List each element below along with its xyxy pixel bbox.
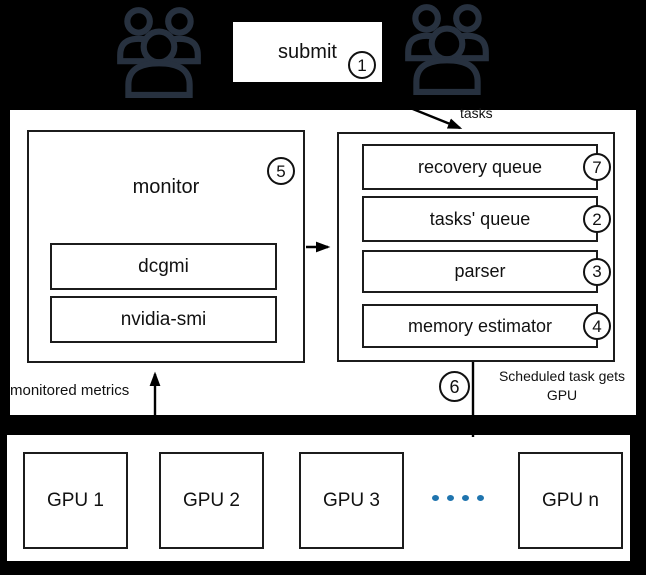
step-badge-7: 7 [583,153,611,181]
dcgmi-label: dcgmi [138,255,189,277]
gpu-n-box: GPU n [518,452,623,549]
parser-label: parser [454,261,506,281]
ellipsis-dots-icon [432,494,484,502]
nvidia-smi-box: nvidia-smi [50,296,277,343]
gpu-1-box: GPU 1 [23,452,128,549]
scheduled-task-note: Scheduled task gets GPU [487,367,637,405]
tasks-flow-label: tasks [460,105,493,121]
recovery-queue-box: recovery queue 7 [362,144,611,190]
scheduled-task-note-line2: GPU [546,386,578,403]
gpu-1-label: GPU 1 [46,489,105,511]
monitored-metrics-label: monitored metrics [10,382,130,399]
tasks-queue-label: tasks' queue [429,208,531,229]
parser-box: parser 3 [362,250,611,293]
scheduled-task-note-line1: Scheduled task gets [498,368,626,384]
monitor-title: monitor [132,176,200,198]
dcgmi-box: dcgmi [50,243,277,290]
users-group-icon [117,7,201,98]
tasks-queue-box: tasks' queue 2 [362,196,611,242]
step-badge-5: 5 [267,157,295,185]
users-group-icon [405,4,489,95]
recovery-queue-label: recovery queue [417,156,543,177]
memory-estimator-label: memory estimator [407,315,553,336]
gpu-3-label: GPU 3 [322,489,381,511]
step-badge-2: 2 [583,205,611,233]
step-badge-1: 1 [348,51,376,79]
step-badge-4: 4 [583,312,611,340]
submit-box[interactable]: submit 1 [233,22,382,82]
step-badge-6: 6 [439,371,470,402]
nvidia-smi-label: nvidia-smi [120,308,207,330]
memory-estimator-box: memory estimator 4 [362,304,611,348]
gpu-n-label: GPU n [541,489,600,511]
gpu-3-box: GPU 3 [299,452,404,549]
submit-label: submit [278,40,337,63]
gpu-2-label: GPU 2 [182,489,241,511]
step-badge-3: 3 [583,257,611,286]
gpu-2-box: GPU 2 [159,452,264,549]
